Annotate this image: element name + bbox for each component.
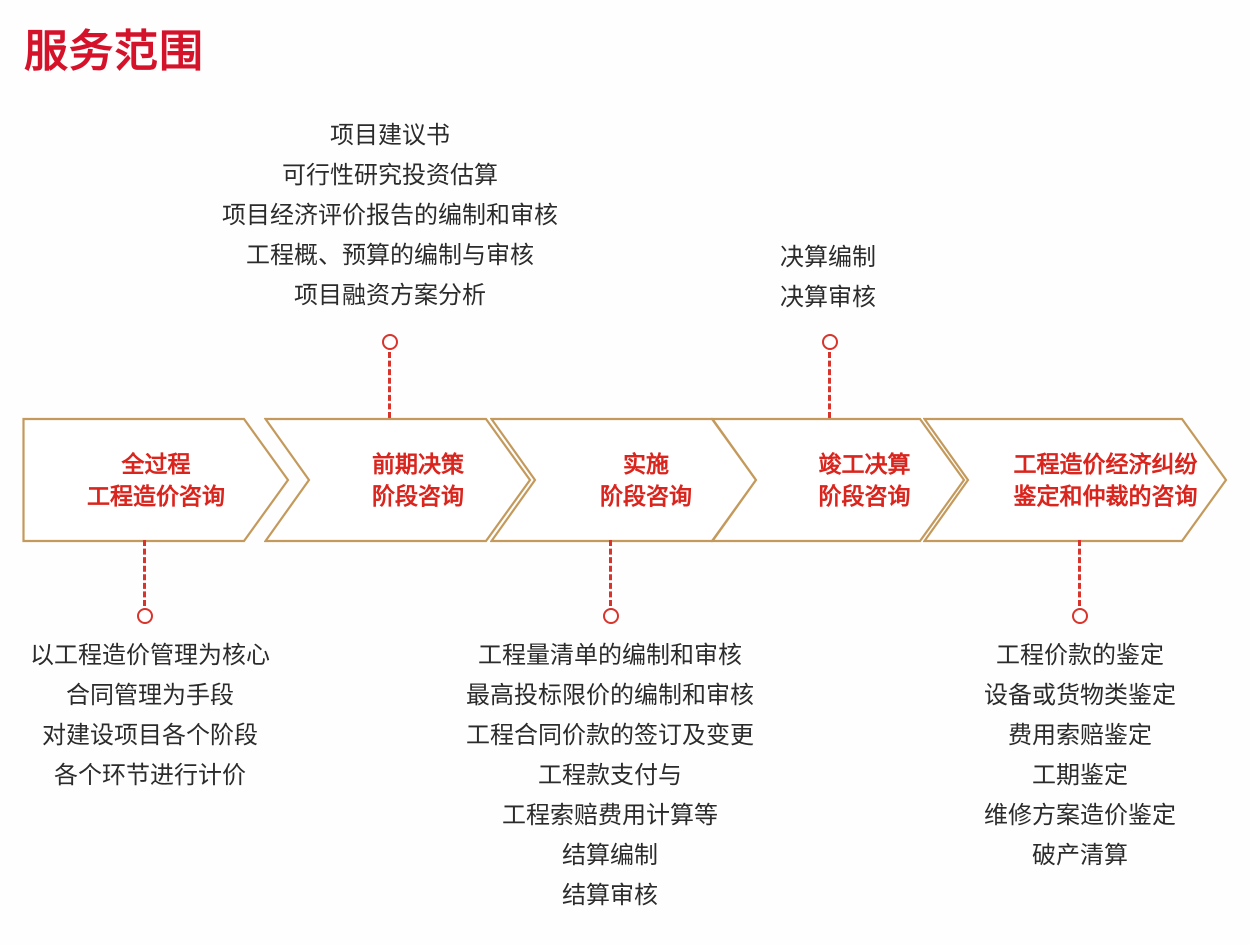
- chevron-shape-flat-left-icon: [22, 417, 290, 543]
- callout-line: 破产清算: [1032, 842, 1128, 869]
- callout-bottom-overall-process: 以工程造价管理为核心 合同管理为手段 对建设项目各个阶段 各个环节进行计价: [0, 636, 300, 796]
- connector-circle-icon: [382, 334, 398, 350]
- callout-line: 合同管理为手段: [66, 682, 234, 709]
- callout-line: 工程款支付与: [538, 762, 682, 789]
- callout-top-decision-phase: 项目建议书 可行性研究投资估算 项目经济评价报告的编制和审核 工程概、预算的编制…: [170, 116, 610, 316]
- connector-down-dispute: [1064, 540, 1094, 624]
- callout-top-final-account: 决算编制 决算审核: [728, 238, 928, 318]
- callout-line: 以工程造价管理为核心: [30, 642, 270, 669]
- callout-line: 决算编制: [780, 244, 876, 271]
- connector-dashed-line: [1077, 540, 1081, 606]
- callout-line: 工程概、预算的编制与审核: [246, 242, 534, 269]
- callout-line: 对建设项目各个阶段: [42, 722, 258, 749]
- callout-line: 各个环节进行计价: [54, 762, 246, 789]
- callout-line: 工期鉴定: [1032, 762, 1128, 789]
- connector-down-overall-process: [129, 540, 159, 624]
- connector-dashed-line: [142, 540, 146, 606]
- callout-line: 维修方案造价鉴定: [984, 802, 1176, 829]
- page-title: 服务范围: [24, 27, 204, 76]
- chevron-step-5[interactable]: 工程造价经济纠纷 鉴定和仲裁的咨询: [923, 412, 1228, 548]
- chevron-shape-icon: [923, 417, 1228, 543]
- callout-line: 费用索赔鉴定: [1008, 722, 1152, 749]
- connector-circle-icon: [603, 608, 619, 624]
- connector-up-decision-phase: [374, 334, 404, 418]
- callout-line: 结算编制: [562, 842, 658, 869]
- chevron-step-1[interactable]: 全过程 工程造价咨询: [22, 412, 290, 548]
- connector-circle-icon: [137, 608, 153, 624]
- chevron-shape-icon: [264, 417, 532, 543]
- callout-line: 项目融资方案分析: [294, 282, 486, 309]
- connector-down-implementation: [595, 540, 625, 624]
- callout-line: 工程合同价款的签订及变更: [466, 722, 754, 749]
- callout-line: 可行性研究投资估算: [282, 162, 498, 189]
- callout-line: 工程索赔费用计算等: [502, 802, 718, 829]
- callout-line: 最高投标限价的编制和审核: [466, 682, 754, 709]
- connector-circle-icon: [822, 334, 838, 350]
- connector-dashed-line: [608, 540, 612, 606]
- connector-circle-icon: [1072, 608, 1088, 624]
- connector-dashed-line: [387, 352, 391, 418]
- callout-bottom-dispute: 工程价款的鉴定 设备或货物类鉴定 费用索赔鉴定 工期鉴定 维修方案造价鉴定 破产…: [935, 636, 1225, 876]
- callout-line: 工程量清单的编制和审核: [478, 642, 742, 669]
- callout-line: 项目建议书: [330, 122, 450, 149]
- callout-line: 决算审核: [780, 284, 876, 311]
- callout-line: 设备或货物类鉴定: [984, 682, 1176, 709]
- callout-line: 结算审核: [562, 882, 658, 909]
- connector-dashed-line: [827, 352, 831, 418]
- process-chevron-band: 全过程 工程造价咨询 前期决策 阶段咨询 实施 阶段咨询: [0, 412, 1250, 548]
- callout-line: 项目经济评价报告的编制和审核: [222, 202, 558, 229]
- chevron-shape-icon: [711, 417, 966, 543]
- callout-bottom-implementation: 工程量清单的编制和审核 最高投标限价的编制和审核 工程合同价款的签订及变更 工程…: [430, 636, 790, 916]
- connector-up-final-account: [814, 334, 844, 418]
- callout-line: 工程价款的鉴定: [996, 642, 1164, 669]
